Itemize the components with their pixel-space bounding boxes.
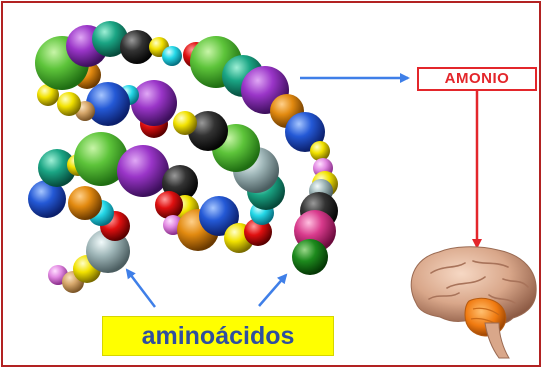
label-to-chain-arrow-right xyxy=(258,273,288,307)
amino-acid-chain-icon xyxy=(28,21,338,293)
amonio-label: AMONIO xyxy=(417,67,537,91)
label-to-chain-arrow-left xyxy=(125,268,156,308)
aminoacidos-label: aminoácidos xyxy=(102,316,334,356)
brain-icon xyxy=(410,246,537,359)
diagram-canvas xyxy=(28,21,537,359)
